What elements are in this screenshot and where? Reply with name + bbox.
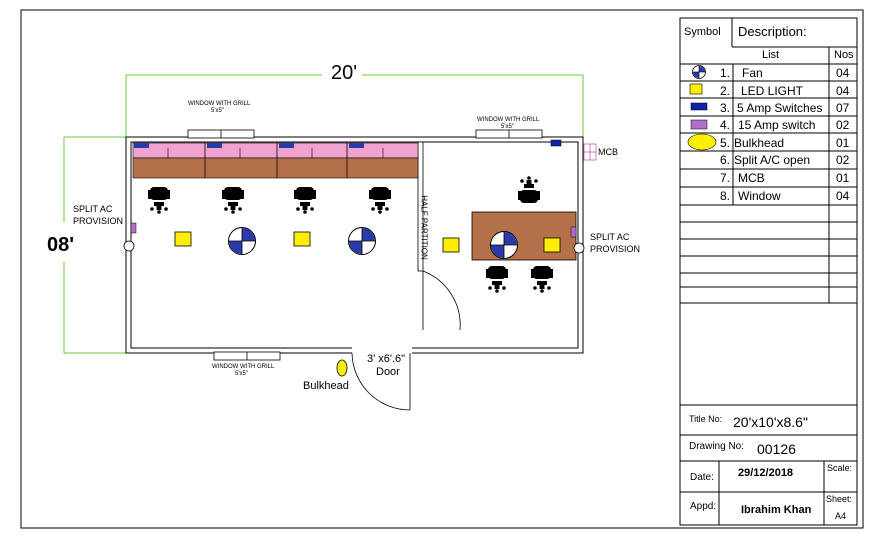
legend-row8-num: 8.: [720, 189, 731, 203]
mcb-label: MCB: [598, 147, 618, 157]
legend-row1-desc: Fan: [742, 66, 763, 80]
led-on-table: [543, 237, 561, 253]
legend-row7-desc: MCB: [738, 171, 765, 185]
legend-row5-desc: Bulkhead: [734, 136, 785, 150]
bulkhead-light: [336, 359, 348, 377]
split-ac-right-circle: [573, 242, 585, 254]
legend-row6-desc: Split A/C open: [734, 153, 811, 167]
legend-row2-nos: 04: [836, 84, 850, 98]
legend-col-nos: Nos: [834, 49, 854, 61]
legend-row8-nos: 04: [836, 189, 850, 203]
window-bottom-label: WINDOW WITH GRILL: [212, 364, 275, 370]
drawing-no-label: Drawing No:: [689, 441, 745, 452]
main-door-swing: [351, 352, 411, 411]
legend-col-list: List: [762, 49, 780, 61]
legend-row2-num: 2.: [720, 84, 731, 98]
bulkhead-label: Bulkhead: [303, 380, 349, 392]
switch-15amp-left: [130, 222, 137, 234]
split-ac-right-line1: SPLIT AC: [590, 232, 630, 242]
legend-row2-desc: LED LIGHT: [741, 84, 804, 98]
legend-led-light-icon: [689, 83, 703, 95]
door-gap: [352, 346, 412, 355]
date-label: Date:: [690, 472, 714, 483]
partition-door-swing: [422, 270, 461, 331]
appd-value: Ibrahim Khan: [741, 504, 812, 516]
window-top-right-label: WINDOW WITH GRILL: [477, 117, 540, 123]
legend-row5-num: 5.: [720, 136, 731, 150]
legend-row3-num: 3.: [720, 101, 731, 115]
legend-row3-desc: 5 Amp Switches: [737, 101, 823, 115]
legend-row6-nos: 02: [836, 153, 850, 167]
window-top-right: [475, 129, 543, 139]
legend-col-symbol: Symbol: [684, 26, 721, 38]
legend-row1-nos: 04: [836, 66, 850, 80]
switch-5amp: [550, 139, 562, 147]
split-ac-right-line2: PROVISION: [590, 244, 641, 254]
door-size-label: 3' x6'.6": [367, 353, 406, 365]
sheet-label: Sheet:: [826, 494, 853, 504]
legend-bulkhead-icon: [687, 133, 717, 151]
drawing-no-value: 00126: [757, 441, 796, 457]
meeting-table: [471, 211, 577, 261]
title-block: [679, 302, 858, 526]
legend-row4-num: 4.: [720, 118, 731, 132]
legend-switch-5amp-icon: [690, 102, 708, 111]
dimension-height-label: 08': [47, 234, 75, 256]
mcb-box: [583, 143, 597, 161]
split-ac-left-circle: [123, 240, 135, 252]
door-label: Door: [376, 366, 400, 378]
legend-row7-nos: 01: [836, 171, 850, 185]
legend-table: [679, 17, 858, 304]
legend-row3-nos: 07: [836, 101, 850, 115]
switch-15amp-right: [570, 226, 577, 238]
chairs-left: [148, 187, 391, 214]
window-bottom: [213, 351, 281, 361]
dimension-lines: [63, 74, 584, 354]
title-no-value: 20'x10'x8.6": [733, 414, 808, 430]
legend-row4-nos: 02: [836, 118, 850, 132]
legend-row8-desc: Window: [738, 189, 781, 203]
window-top-left-label: WINDOW WITH GRILL: [188, 101, 251, 107]
legend-fan-icon: [692, 65, 706, 79]
scale-label: Scale:: [827, 463, 853, 473]
split-ac-left-line2: PROVISION: [73, 216, 124, 226]
sheet-value: A4: [835, 511, 847, 521]
window-bottom-size: 5'x5": [235, 371, 248, 377]
appd-label: Appd:: [690, 501, 717, 512]
dimension-width-label: 20': [331, 62, 358, 84]
legend-switch-15amp-icon: [690, 119, 708, 130]
window-top-right-size: 5'x5": [501, 124, 514, 130]
half-partition: [417, 141, 424, 272]
half-partition-label: HALF PARTITION: [419, 195, 429, 260]
sheet-border: [20, 9, 864, 529]
legend-row6-num: 6.: [720, 153, 731, 167]
legend-row7-num: 7.: [720, 171, 731, 185]
legend-col-description: Description:: [738, 24, 807, 39]
window-top-left-size: 5'x5": [211, 108, 224, 114]
title-no-label: Title No:: [689, 414, 723, 424]
date-value: 29/12/2018: [738, 467, 794, 479]
legend-row5-nos: 01: [836, 136, 850, 150]
legend-row4-desc: 15 Amp switch: [738, 118, 816, 132]
legend-row1-num: 1.: [720, 66, 731, 80]
split-ac-left-line1: SPLIT AC: [73, 204, 113, 214]
workstation-desks: [132, 142, 419, 179]
window-top-left: [187, 129, 255, 139]
